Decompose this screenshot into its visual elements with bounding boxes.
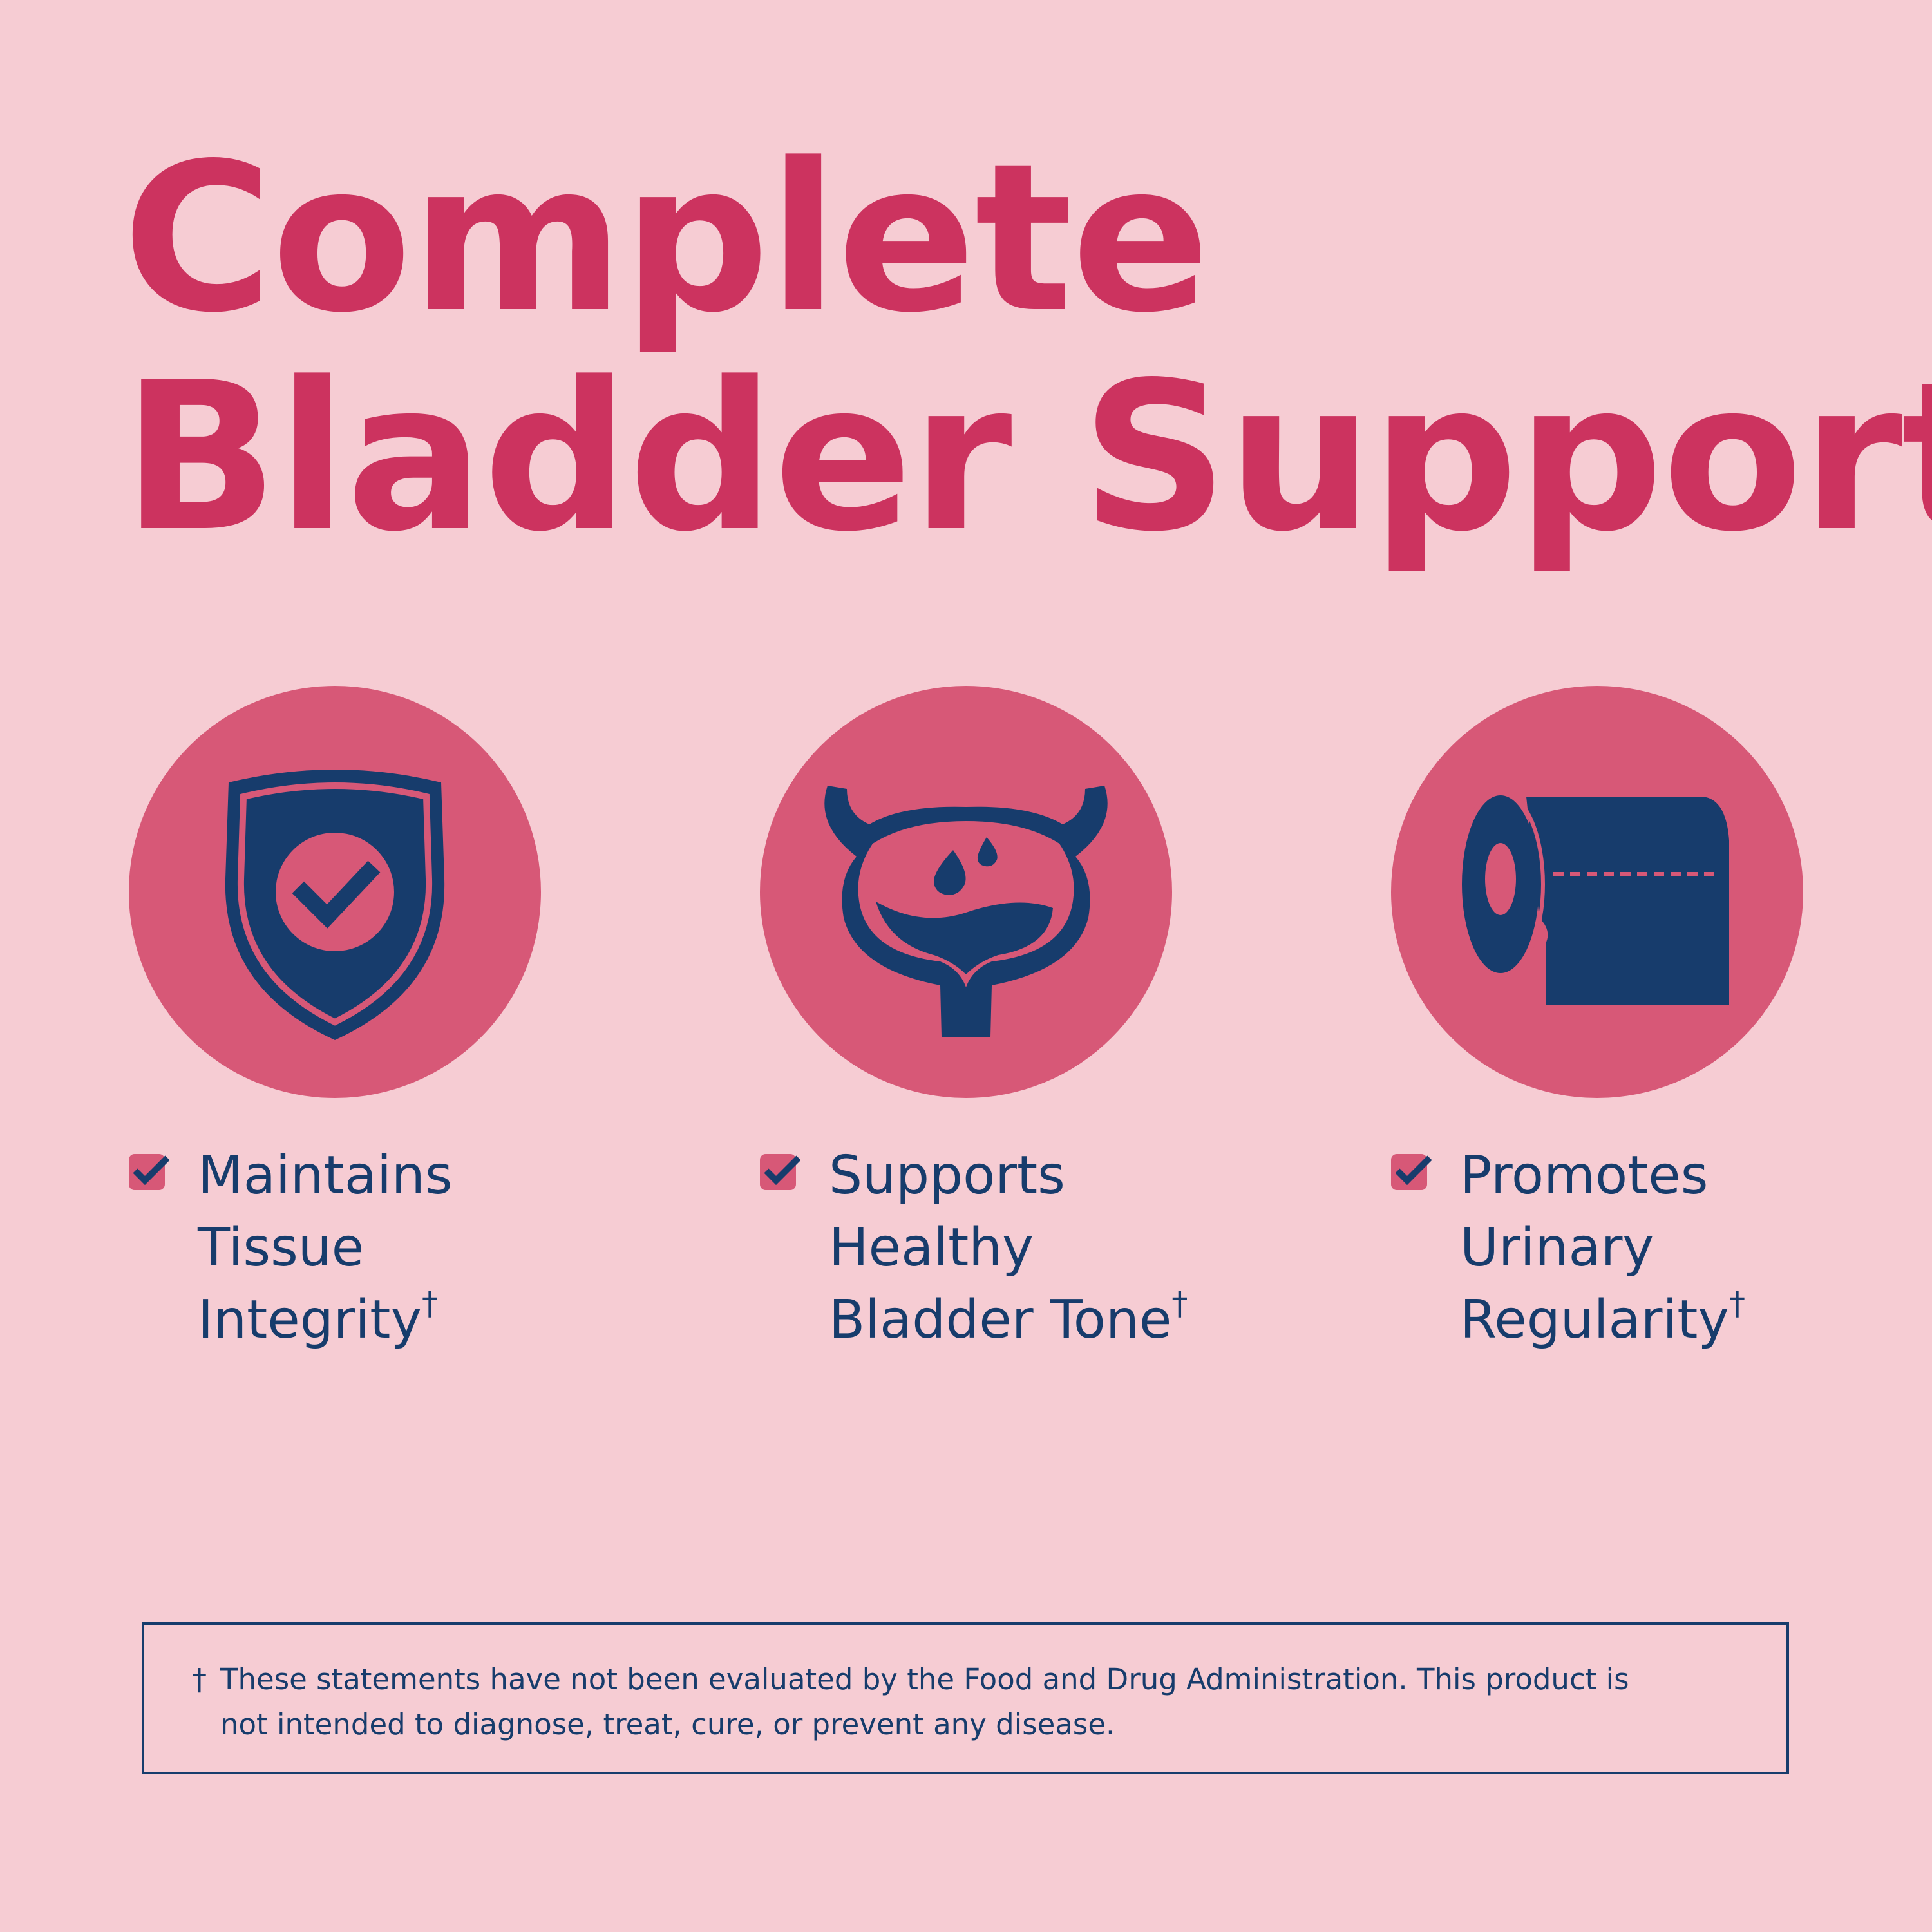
- fda-disclaimer: † These statements have not been evaluat…: [142, 1622, 1789, 1774]
- feature-line: Supports: [829, 1145, 1065, 1206]
- icon-circle: [129, 686, 541, 1098]
- checkbox-icon: [129, 1153, 170, 1191]
- disclaimer-line: These statements have not been evaluated…: [220, 1662, 1629, 1696]
- icon-circle: [1391, 686, 1803, 1098]
- feature-line: Regularity: [1460, 1289, 1729, 1350]
- toilet-paper-icon: [1456, 790, 1729, 1005]
- checkbox-icon: [1391, 1153, 1432, 1191]
- feature-label: Maintains Tissue Integrity†: [198, 1140, 700, 1356]
- bladder-icon: [824, 786, 1108, 1037]
- feature-line: Maintains: [198, 1145, 453, 1206]
- feature-line: Promotes: [1460, 1145, 1709, 1206]
- feature-line: Integrity: [198, 1289, 422, 1350]
- disclaimer-line: not intended to diagnose, treat, cure, o…: [220, 1707, 1115, 1741]
- feature-line: Tissue: [198, 1217, 365, 1278]
- shield-check-icon: [225, 770, 445, 1040]
- dagger-mark: †: [1171, 1285, 1188, 1322]
- dagger-mark: †: [192, 1662, 207, 1697]
- feature-line: Healthy: [829, 1217, 1034, 1278]
- feature-line: Bladder Tone: [829, 1289, 1172, 1350]
- checkbox-icon: [760, 1153, 801, 1191]
- disclaimer-text: These statements have not been evaluated…: [220, 1657, 1766, 1747]
- icon-circle: [760, 686, 1172, 1098]
- feature-line: Urinary: [1460, 1217, 1654, 1278]
- feature-label: Promotes Urinary Regularity†: [1460, 1140, 1932, 1356]
- dagger-mark: †: [1728, 1285, 1745, 1322]
- feature-label: Supports Healthy Bladder Tone†: [829, 1140, 1331, 1356]
- dagger-mark: †: [421, 1285, 438, 1322]
- page-title: Complete Bladder Support: [122, 129, 1932, 567]
- title-line-1: Complete: [122, 119, 1210, 357]
- title-line-2: Bladder Support: [122, 338, 1932, 576]
